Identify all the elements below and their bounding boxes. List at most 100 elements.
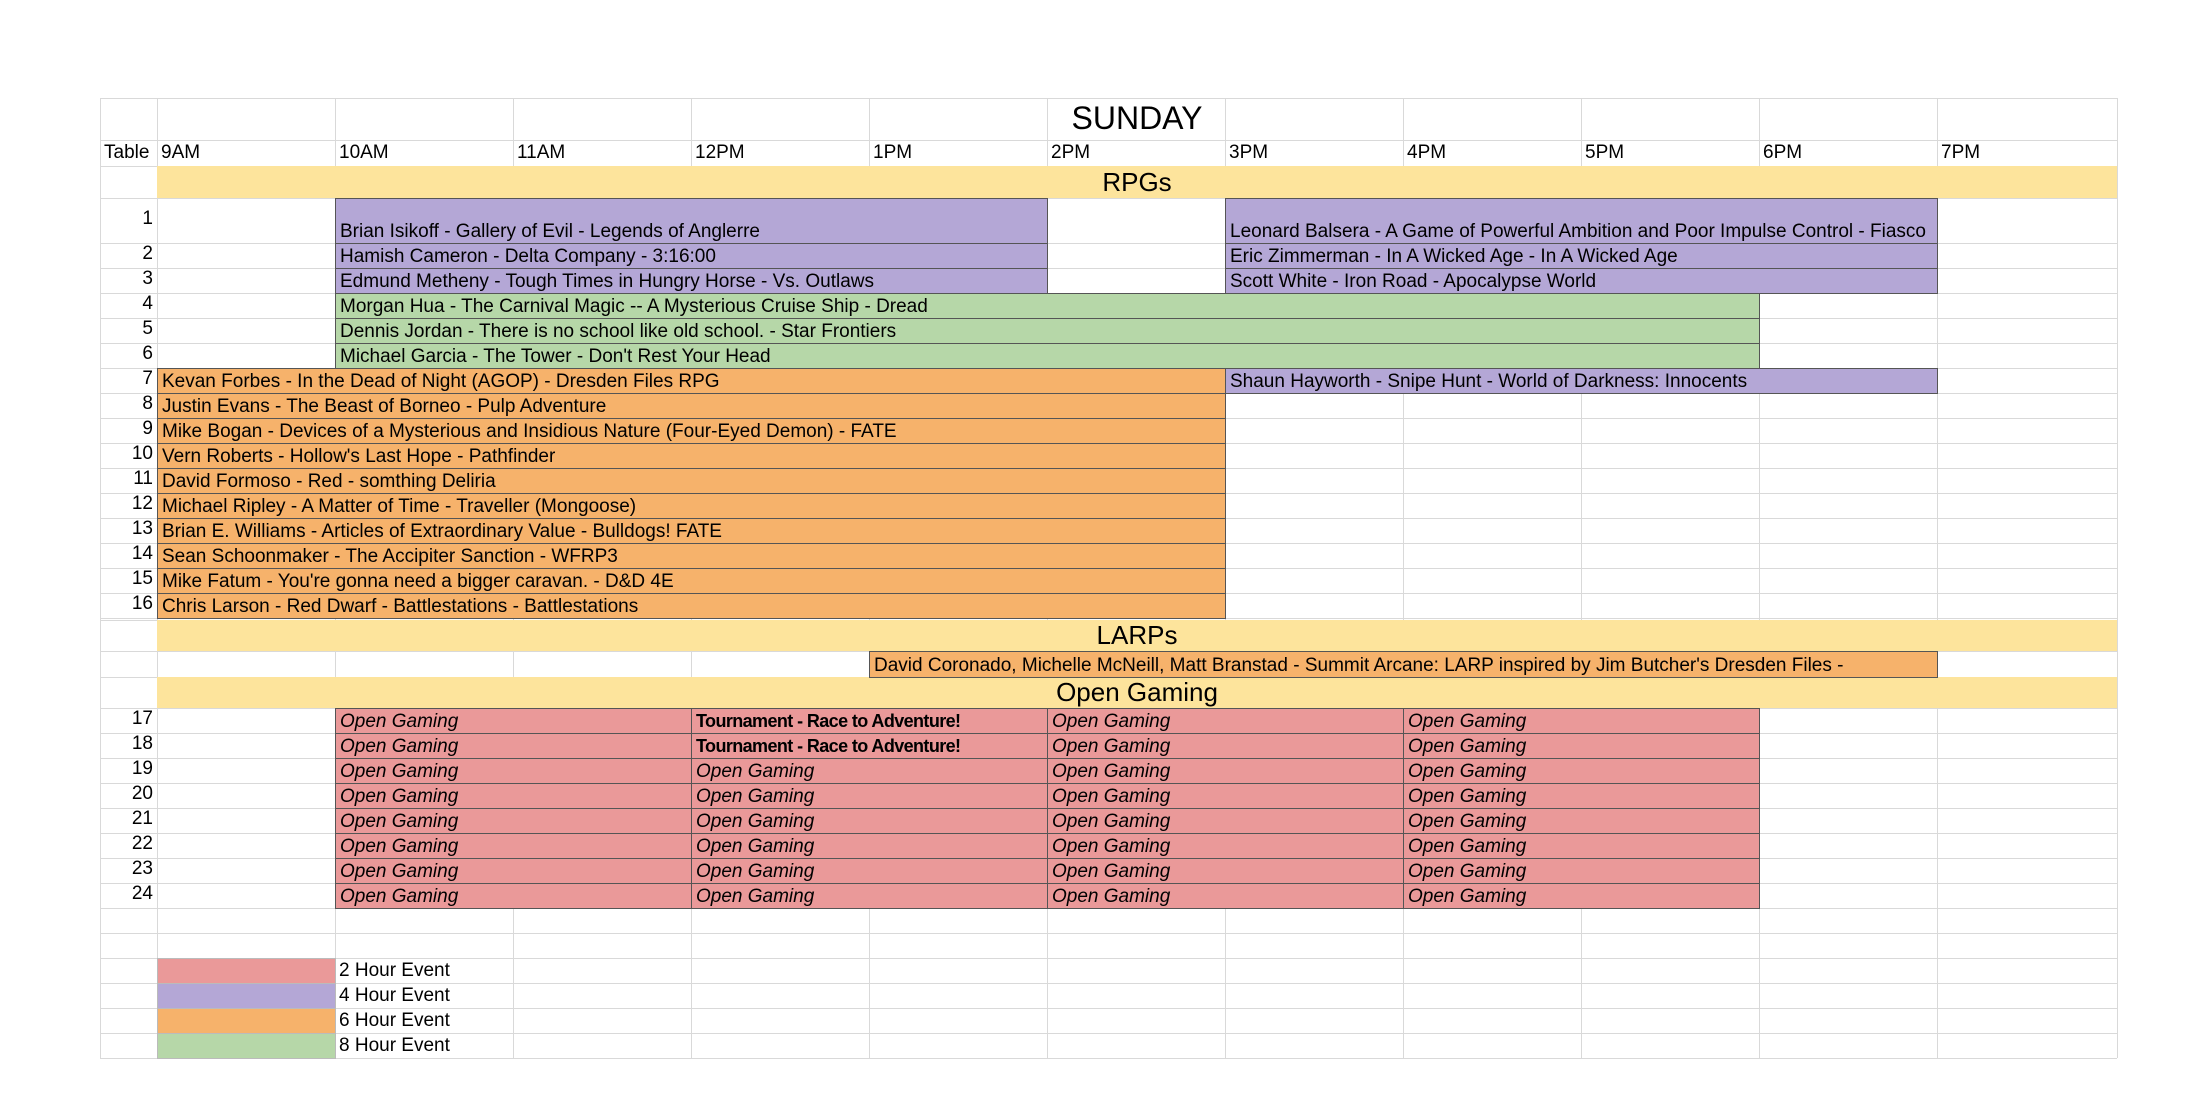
table-number: 15 <box>131 568 153 589</box>
time-column-header: 9AM <box>161 142 201 163</box>
grid-column-line <box>2117 98 2118 1058</box>
open-gaming-block: Open Gaming <box>335 733 692 759</box>
event-label: Tournament - Race to Adventure! <box>696 736 961 756</box>
table-number: 7 <box>142 368 153 389</box>
event-label: Open Gaming <box>696 761 815 782</box>
event-label: Open Gaming <box>340 711 459 732</box>
table-number: 3 <box>142 268 153 289</box>
table-number: 20 <box>131 783 153 804</box>
event-label: Kevan Forbes - In the Dead of Night (AGO… <box>162 371 720 392</box>
open-gaming-block: Open Gaming <box>1403 808 1760 834</box>
event-block: Justin Evans - The Beast of Borneo - Pul… <box>157 393 1226 419</box>
grid-column-line <box>1937 98 1938 1058</box>
event-label: Open Gaming <box>340 786 459 807</box>
grid-row-line <box>100 243 2117 244</box>
event-label: Morgan Hua - The Carnival Magic -- A Mys… <box>340 296 928 317</box>
page-title: SUNDAY <box>1071 100 1203 136</box>
event-label: Open Gaming <box>1052 811 1171 832</box>
event-label: Open Gaming <box>696 836 815 857</box>
event-label: Mike Fatum - You're gonna need a bigger … <box>162 571 674 592</box>
grid-row-line <box>100 958 2117 959</box>
event-label: Open Gaming <box>340 761 459 782</box>
event-label: Open Gaming <box>1052 836 1171 857</box>
event-label: Open Gaming <box>696 886 815 907</box>
open-gaming-block: Open Gaming <box>1403 758 1760 784</box>
open-gaming-block: Open Gaming <box>1047 858 1404 884</box>
event-block: Chris Larson - Red Dwarf - Battlestation… <box>157 593 1226 619</box>
time-column-header: 2PM <box>1051 142 1091 163</box>
open-gaming-block: Open Gaming <box>691 808 1048 834</box>
event-block: David Formoso - Red - somthing Deliria <box>157 468 1226 494</box>
open-gaming-block: Open Gaming <box>1403 783 1760 809</box>
legend-label: 8 Hour Event <box>339 1035 450 1056</box>
event-block: Dennis Jordan - There is no school like … <box>335 318 1760 344</box>
table-number: 19 <box>131 758 153 779</box>
open-gaming-block: Open Gaming <box>691 883 1048 909</box>
grid-row-line <box>100 983 2117 984</box>
grid-row-line <box>100 1008 2117 1009</box>
grid-column-line <box>1759 98 1760 1058</box>
event-label: Open Gaming <box>1408 736 1527 757</box>
event-label: Eric Zimmerman - In A Wicked Age - In A … <box>1230 246 1678 267</box>
event-label: Open Gaming <box>696 811 815 832</box>
grid-row-line <box>100 268 2117 269</box>
event-label: Mike Bogan - Devices of a Mysterious and… <box>162 421 897 442</box>
event-label: Open Gaming <box>340 811 459 832</box>
table-number: 5 <box>142 318 153 339</box>
table-number: 2 <box>142 243 153 264</box>
grid-row-line <box>100 140 2117 141</box>
event-block: Michael Ripley - A Matter of Time - Trav… <box>157 493 1226 519</box>
tournament-block: Tournament - Race to Adventure! <box>691 708 1048 734</box>
event-block: Mike Bogan - Devices of a Mysterious and… <box>157 418 1226 444</box>
open-gaming-block: Open Gaming <box>1047 733 1404 759</box>
event-label: Open Gaming <box>1052 736 1171 757</box>
event-block: Michael Garcia - The Tower - Don't Rest … <box>335 343 1760 369</box>
event-label: Open Gaming <box>1052 761 1171 782</box>
open-gaming-block: Open Gaming <box>1403 858 1760 884</box>
legend-swatch <box>157 1033 336 1059</box>
table-number: 13 <box>131 518 153 539</box>
event-label: Open Gaming <box>696 861 815 882</box>
event-label: Open Gaming <box>1408 786 1527 807</box>
time-column-header: 1PM <box>873 142 913 163</box>
event-label: Brian Isikoff - Gallery of Evil - Legend… <box>340 221 760 242</box>
table-number: 16 <box>131 593 153 614</box>
legend-swatch <box>157 1008 336 1034</box>
event-label: Edmund Metheny - Tough Times in Hungry H… <box>340 271 874 292</box>
time-column-header: 11AM <box>517 142 566 163</box>
event-label: Open Gaming <box>1408 836 1527 857</box>
grid-row-line <box>100 933 2117 934</box>
event-block: David Coronado, Michelle McNeill, Matt B… <box>869 651 1938 678</box>
time-column-header: 10AM <box>339 142 389 163</box>
open-gaming-block: Open Gaming <box>1047 883 1404 909</box>
event-label: Open Gaming <box>1052 786 1171 807</box>
table-number: 14 <box>131 543 153 564</box>
open-gaming-block: Open Gaming <box>335 833 692 859</box>
event-label: Open Gaming <box>1408 711 1527 732</box>
table-number: 4 <box>142 293 153 314</box>
table-number: 11 <box>133 468 153 489</box>
table-number: 18 <box>131 733 153 754</box>
event-block: Brian E. Williams - Articles of Extraord… <box>157 518 1226 544</box>
event-block: Leonard Balsera - A Game of Powerful Amb… <box>1225 198 1938 244</box>
event-block: Hamish Cameron - Delta Company - 3:16:00 <box>335 243 1048 269</box>
section-header-rpgs: RPGs <box>157 166 2117 198</box>
open-gaming-block: Open Gaming <box>1403 733 1760 759</box>
event-label: Open Gaming <box>1052 861 1171 882</box>
open-gaming-block: Open Gaming <box>335 783 692 809</box>
event-label: Open Gaming <box>1408 761 1527 782</box>
time-column-header: 3PM <box>1229 142 1269 163</box>
open-gaming-block: Open Gaming <box>1403 708 1760 734</box>
legend-label: 6 Hour Event <box>339 1010 450 1031</box>
open-gaming-block: Open Gaming <box>335 708 692 734</box>
event-label: Shaun Hayworth - Snipe Hunt - World of D… <box>1230 371 1748 392</box>
event-block: Eric Zimmerman - In A Wicked Age - In A … <box>1225 243 1938 269</box>
legend-swatch <box>157 983 336 1009</box>
legend-swatch <box>157 958 336 984</box>
section-header-open-gaming: Open Gaming <box>157 677 2117 708</box>
event-label: Open Gaming <box>1408 886 1527 907</box>
event-label: Hamish Cameron - Delta Company - 3:16:00 <box>340 246 716 267</box>
event-label: Justin Evans - The Beast of Borneo - Pul… <box>162 396 607 417</box>
event-label: Open Gaming <box>340 861 459 882</box>
